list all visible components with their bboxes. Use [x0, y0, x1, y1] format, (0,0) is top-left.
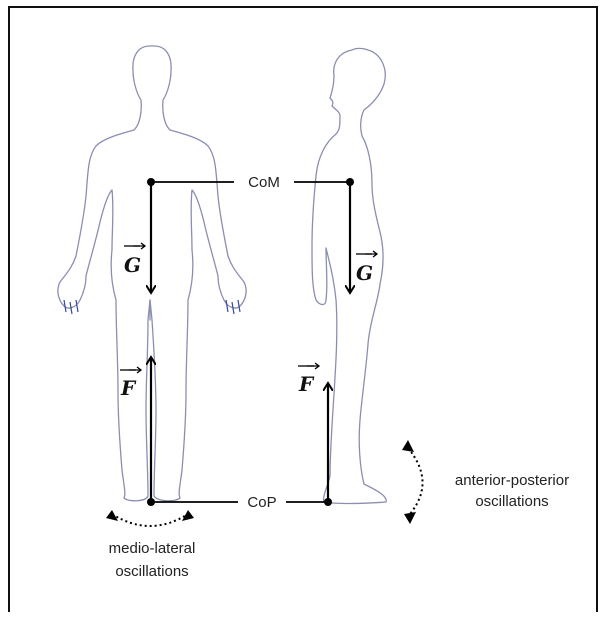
ml-arrowhead-left: [106, 510, 118, 521]
svg-text:F: F: [120, 376, 137, 400]
anterior-posterior-oscillation-arrow: [408, 448, 423, 514]
medio-lateral-label-line1: medio-lateral: [109, 540, 196, 557]
medio-lateral-label-line2: oscillations: [115, 563, 188, 580]
medio-lateral-oscillation-arrow: [112, 514, 188, 526]
anterior-posterior-label-line2: oscillations: [475, 493, 548, 510]
ap-arrowhead-bottom: [404, 512, 416, 524]
cop-label: CoP: [247, 494, 276, 511]
com-label: CoM: [248, 174, 280, 191]
svg-text:F: F: [298, 372, 315, 396]
front-gravity-label: G: [124, 246, 141, 277]
svg-text:G: G: [356, 261, 373, 285]
anterior-posterior-label-line1: anterior-posterior: [455, 472, 569, 489]
side-gravity-label: G: [356, 254, 373, 285]
svg-text:G: G: [124, 253, 141, 277]
side-force-label: F: [298, 366, 315, 396]
ap-arrowhead-top: [402, 440, 414, 452]
front-force-label: F: [120, 370, 137, 400]
